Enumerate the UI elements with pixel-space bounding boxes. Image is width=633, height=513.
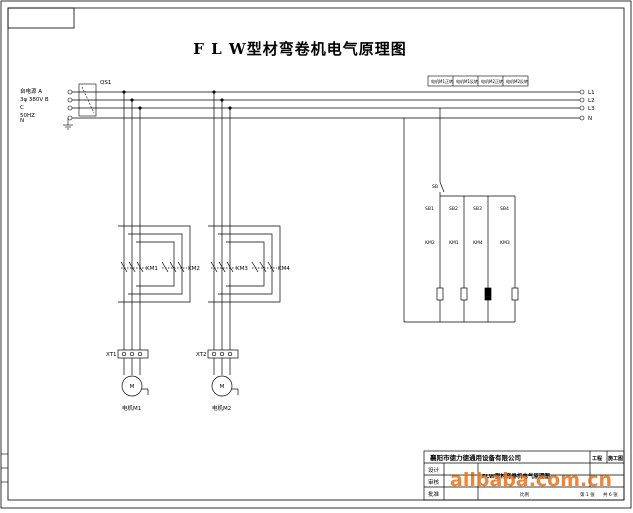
title-block	[423, 450, 625, 501]
supply-label-c: C	[20, 105, 24, 111]
contactor-km2-label: KM2	[188, 266, 200, 272]
terminal-xt1-label: XT1	[106, 352, 117, 358]
interlock-km1-label: KM1	[449, 240, 459, 246]
legend-item-4: 电机M2反转	[506, 78, 528, 84]
interlock-km2-label: KM2	[425, 240, 435, 246]
breaker-label: QS1	[100, 80, 111, 86]
supply-labels: 自电源 A 3φ 380V B C 50HZ N	[20, 87, 49, 124]
legend-item-2: 电机M1反转	[456, 78, 478, 84]
row-approve-label: 批准	[428, 490, 440, 498]
interlock-km4-label: KM4	[473, 240, 483, 246]
main-buses	[72, 91, 580, 119]
corner-tab	[7, 7, 75, 29]
company-name: 襄阳市德力德通用设备有限公司	[429, 453, 521, 462]
diagram-title: F L W型材弯卷机电气原理图	[193, 40, 407, 58]
bus-label-l3: L3	[588, 106, 595, 112]
row-review-label: 审核	[428, 478, 440, 486]
supply-label-freq: 50HZ	[20, 113, 35, 119]
supply-label-n: N	[20, 118, 24, 124]
bus-label-l2: L2	[588, 98, 595, 104]
button-sb2-label: SB2	[449, 206, 458, 212]
scale-cell: 比例	[520, 491, 529, 498]
interlock-km3-label: KM3	[500, 240, 510, 246]
bus-label-l1: L1	[588, 90, 595, 96]
project-label: 工程	[592, 455, 602, 462]
legend-item-1: 电机M1正转	[431, 78, 453, 84]
ground-icon	[63, 118, 73, 130]
button-sb1-label: SB1	[425, 206, 434, 212]
supply-label-a: 自电源 A	[20, 87, 42, 95]
sheet-total-cell: 共 6 张	[603, 491, 618, 498]
contactor-km4-label: KM4	[278, 266, 290, 272]
row-design-label: 设计	[428, 466, 440, 474]
drawing-name: FLW型材弯卷机电气原理图	[482, 472, 550, 480]
inner-border	[7, 7, 625, 501]
button-sb4-label: SB4	[500, 206, 509, 212]
function-legend: 电机M1正转 电机M1反转 电机M2正转 电机M2反转	[427, 75, 529, 87]
sheet-number-cell: 第 1 张	[580, 491, 595, 498]
motor-2-circuit	[207, 90, 281, 397]
motor-1-caption: 电机M1	[122, 404, 141, 412]
motor-1-symbol: M	[130, 384, 135, 390]
button-sb3-label: SB3	[473, 206, 482, 212]
legend-item-3: 电机M2正转	[481, 78, 503, 84]
left-edge-ticks	[1, 453, 8, 483]
motor-1-circuit	[117, 90, 191, 397]
bus-end-terminals	[579, 89, 585, 121]
motor-2-symbol: M	[220, 384, 225, 390]
input-terminals	[67, 89, 73, 121]
stop-button-label: SB	[432, 184, 438, 190]
contactor-km1-label: KM1	[146, 266, 158, 272]
terminal-xt2-label: XT2	[196, 352, 207, 358]
supply-label-b: 3φ 380V B	[20, 97, 49, 103]
motor-2-caption: 电机M2	[212, 404, 231, 412]
watermark: alibaba.com.cn	[450, 469, 612, 491]
contactor-km3-label: KM3	[236, 266, 248, 272]
control-circuit	[403, 108, 519, 323]
sheet-type-label: 施工图	[607, 455, 623, 462]
bus-label-n: N	[588, 116, 592, 122]
